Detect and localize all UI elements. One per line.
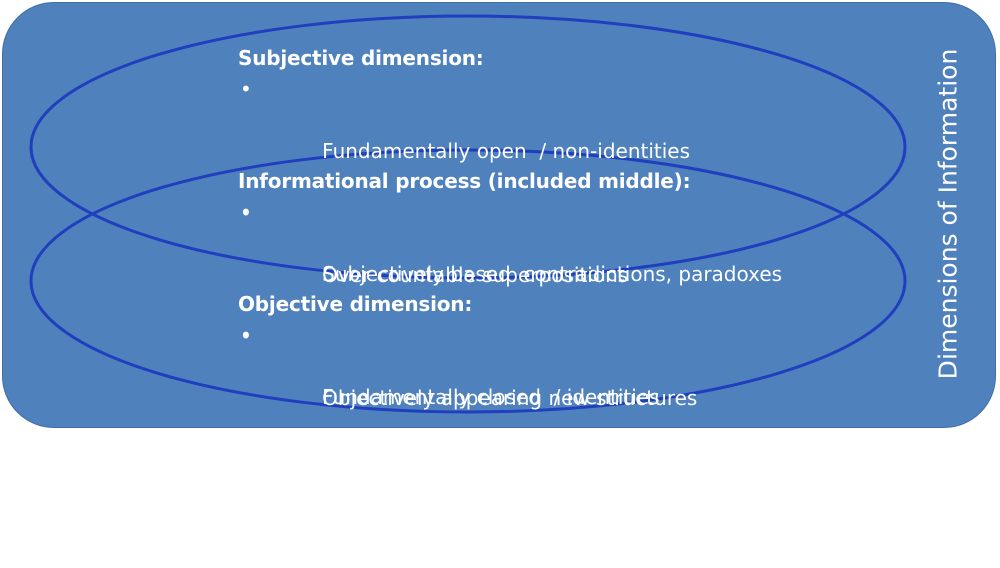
process-block: Informational process (included middle):… — [238, 166, 782, 445]
list-item-label: Fundamentally closed / identities — [322, 385, 660, 409]
bullet-icon: • — [240, 323, 252, 347]
dimensions-diagram: Subjective dimension: • Fundamentally op… — [2, 2, 996, 428]
list-item-label: Macrophysical structures — [322, 509, 573, 533]
subjective-block: Subjective dimension: • Fundamentally op… — [238, 43, 690, 322]
subjective-heading: Subjective dimension: — [238, 46, 484, 70]
list-item-label: Over countable superpositions — [322, 263, 629, 287]
ellipses-layer — [29, 14, 907, 414]
objective-ellipse — [29, 148, 907, 414]
bullet-icon: • — [240, 201, 252, 225]
side-title: Dimensions of Information — [933, 48, 963, 380]
list-item-label: Fundamentally open / non-identities — [322, 139, 691, 163]
subjective-ellipse — [29, 14, 907, 280]
list-item-label: Subjectively based contradictions, parad… — [322, 262, 783, 286]
list-item: • Over countable superpositions — [238, 198, 690, 322]
bullet-icon: • — [240, 77, 252, 101]
list-item: • Objectively appearing new structures — [238, 321, 782, 445]
list-item: • Subjectively based contradictions, par… — [238, 197, 782, 321]
objective-block: Objective dimension: • Fundamentally clo… — [238, 289, 660, 568]
bullet-icon: • — [240, 324, 252, 348]
list-item: • Fundamentally open / non-identities — [238, 74, 690, 198]
list-item: • Macrophysical structures — [238, 444, 660, 568]
process-heading: Informational process (included middle): — [238, 169, 691, 193]
objective-heading: Objective dimension: — [238, 292, 473, 316]
list-item-label: Objectively appearing new structures — [322, 386, 698, 410]
list-item: • Fundamentally closed / identities — [238, 320, 660, 444]
bullet-icon: • — [240, 200, 252, 224]
bullet-icon: • — [240, 447, 252, 471]
